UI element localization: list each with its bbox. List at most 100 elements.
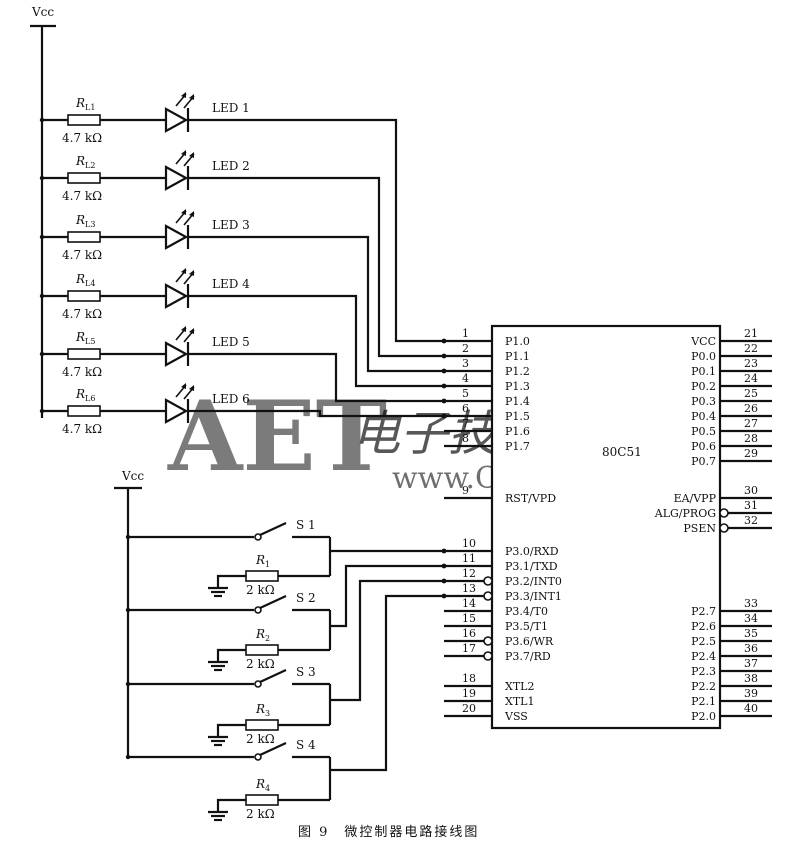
led-route (188, 118, 444, 343)
pin-number: 33 (744, 597, 758, 610)
pin-label: EA/VPP (674, 492, 717, 505)
pin-number: 24 (744, 372, 758, 385)
wire (216, 574, 246, 588)
resistor (67, 231, 101, 243)
wire (216, 723, 246, 737)
resistor-value: 4.7 kΩ (62, 307, 102, 321)
resistor (67, 405, 101, 417)
pin-label: P0.1 (691, 365, 716, 378)
junction-dot (39, 175, 45, 181)
pin-number: 2 (462, 342, 469, 355)
switch-lever (259, 522, 287, 536)
pin-number: 19 (462, 687, 476, 700)
switch-label: S 1 (296, 518, 316, 532)
led-arrow-head (181, 383, 186, 389)
led-arrow-head (181, 268, 186, 274)
junction-dot (125, 681, 131, 687)
pin-number: 32 (744, 514, 758, 527)
led-route (188, 235, 444, 373)
pin-label: RST/VPD (505, 492, 556, 505)
led-arrow-head (181, 92, 186, 98)
pin-number: 20 (462, 702, 476, 715)
led-label: LED 1 (212, 101, 250, 115)
led-arrow-head (181, 209, 186, 215)
switch-label: S 2 (296, 591, 316, 605)
resistor-value: 2 kΩ (246, 583, 275, 597)
pin-label: P1.6 (505, 425, 530, 438)
pin-number: 9 (462, 484, 469, 497)
resistor (67, 290, 101, 302)
led-arrow-head (189, 270, 194, 276)
chip-right-pins: 21VCC22P0.023P0.124P0.225P0.326P0.427P0.… (654, 327, 772, 723)
resistor-name: R (75, 213, 85, 227)
chip-pin-1: 1P1.0 (441, 327, 530, 348)
pin-label: P2.4 (691, 650, 716, 663)
pin-label: P3.0/RXD (505, 545, 559, 558)
pin-label: P3.2/INT0 (505, 575, 562, 588)
pin-label: PSEN (683, 522, 716, 535)
led-label: LED 3 (212, 218, 250, 232)
switch-contact (254, 680, 262, 688)
pin-number: 13 (462, 582, 476, 595)
switch-lever (259, 742, 287, 756)
resistor (245, 570, 279, 582)
pin-label: VSS (504, 710, 528, 723)
resistor-name: R (75, 154, 85, 168)
pin-number: 21 (744, 327, 758, 340)
resistor-subscript: L4 (85, 279, 95, 288)
pin-label: XTL1 (505, 695, 534, 708)
junction-dot (125, 607, 131, 613)
pin-label: P1.4 (505, 395, 530, 408)
pin-junction-dot (441, 338, 447, 344)
pin-inverted-bubble (483, 576, 493, 586)
pin-number: 31 (744, 499, 758, 512)
pin-label: P2.3 (691, 665, 716, 678)
resistor-name: R (255, 553, 265, 567)
led-arrow-head (189, 152, 194, 158)
junction-dot (39, 351, 45, 357)
resistor-subscript: 4 (265, 784, 270, 793)
pin-number: 8 (462, 432, 469, 445)
pin-label: P0.4 (691, 410, 716, 423)
pin-junction-dot (441, 563, 447, 569)
wire (216, 648, 246, 662)
switch-contact (254, 753, 262, 761)
led-label: LED 5 (212, 335, 250, 349)
led-route (188, 409, 444, 418)
pin-label: P1.2 (505, 365, 530, 378)
pin-junction-dot (441, 353, 447, 359)
pin-junction-dot (441, 593, 447, 599)
resistor-subscript: L1 (85, 103, 95, 112)
pin-number: 40 (744, 702, 758, 715)
pin-number: 34 (744, 612, 758, 625)
led-triangle (164, 283, 189, 309)
pin-number: 11 (462, 552, 476, 565)
led-label: LED 2 (212, 159, 250, 173)
resistor-value: 2 kΩ (246, 807, 275, 821)
pin-number: 37 (744, 657, 758, 670)
resistor-name: R (255, 627, 265, 641)
switch-label: S 3 (296, 665, 316, 679)
pin-junction-dot (441, 368, 447, 374)
pin-label: XTL2 (505, 680, 534, 693)
resistor-value: 2 kΩ (246, 732, 275, 746)
resistor-subscript: L3 (85, 220, 95, 229)
pin-label: P3.7/RD (505, 650, 551, 663)
junction-dot (39, 117, 45, 123)
vcc-label-top: Vcc (31, 5, 54, 19)
